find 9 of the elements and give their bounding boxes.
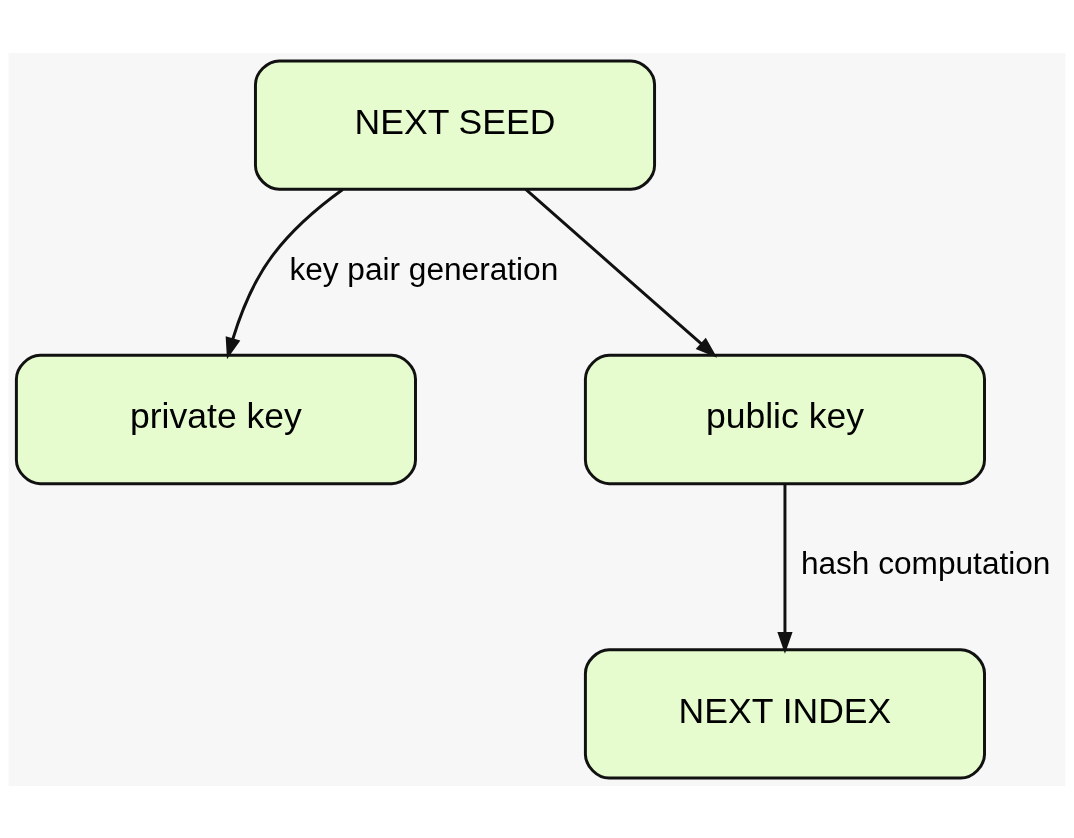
node-box: private key — [14, 353, 417, 485]
edge-label: key pair generation — [289, 250, 559, 287]
arrow — [777, 483, 793, 654]
node-box: NEXT SEED — [254, 58, 657, 191]
arrow — [524, 187, 718, 358]
arrow — [225, 187, 344, 359]
edge-label: hash computation — [800, 544, 1051, 581]
node-box: NEXT INDEX — [583, 647, 986, 780]
node-box: public key — [583, 353, 986, 485]
